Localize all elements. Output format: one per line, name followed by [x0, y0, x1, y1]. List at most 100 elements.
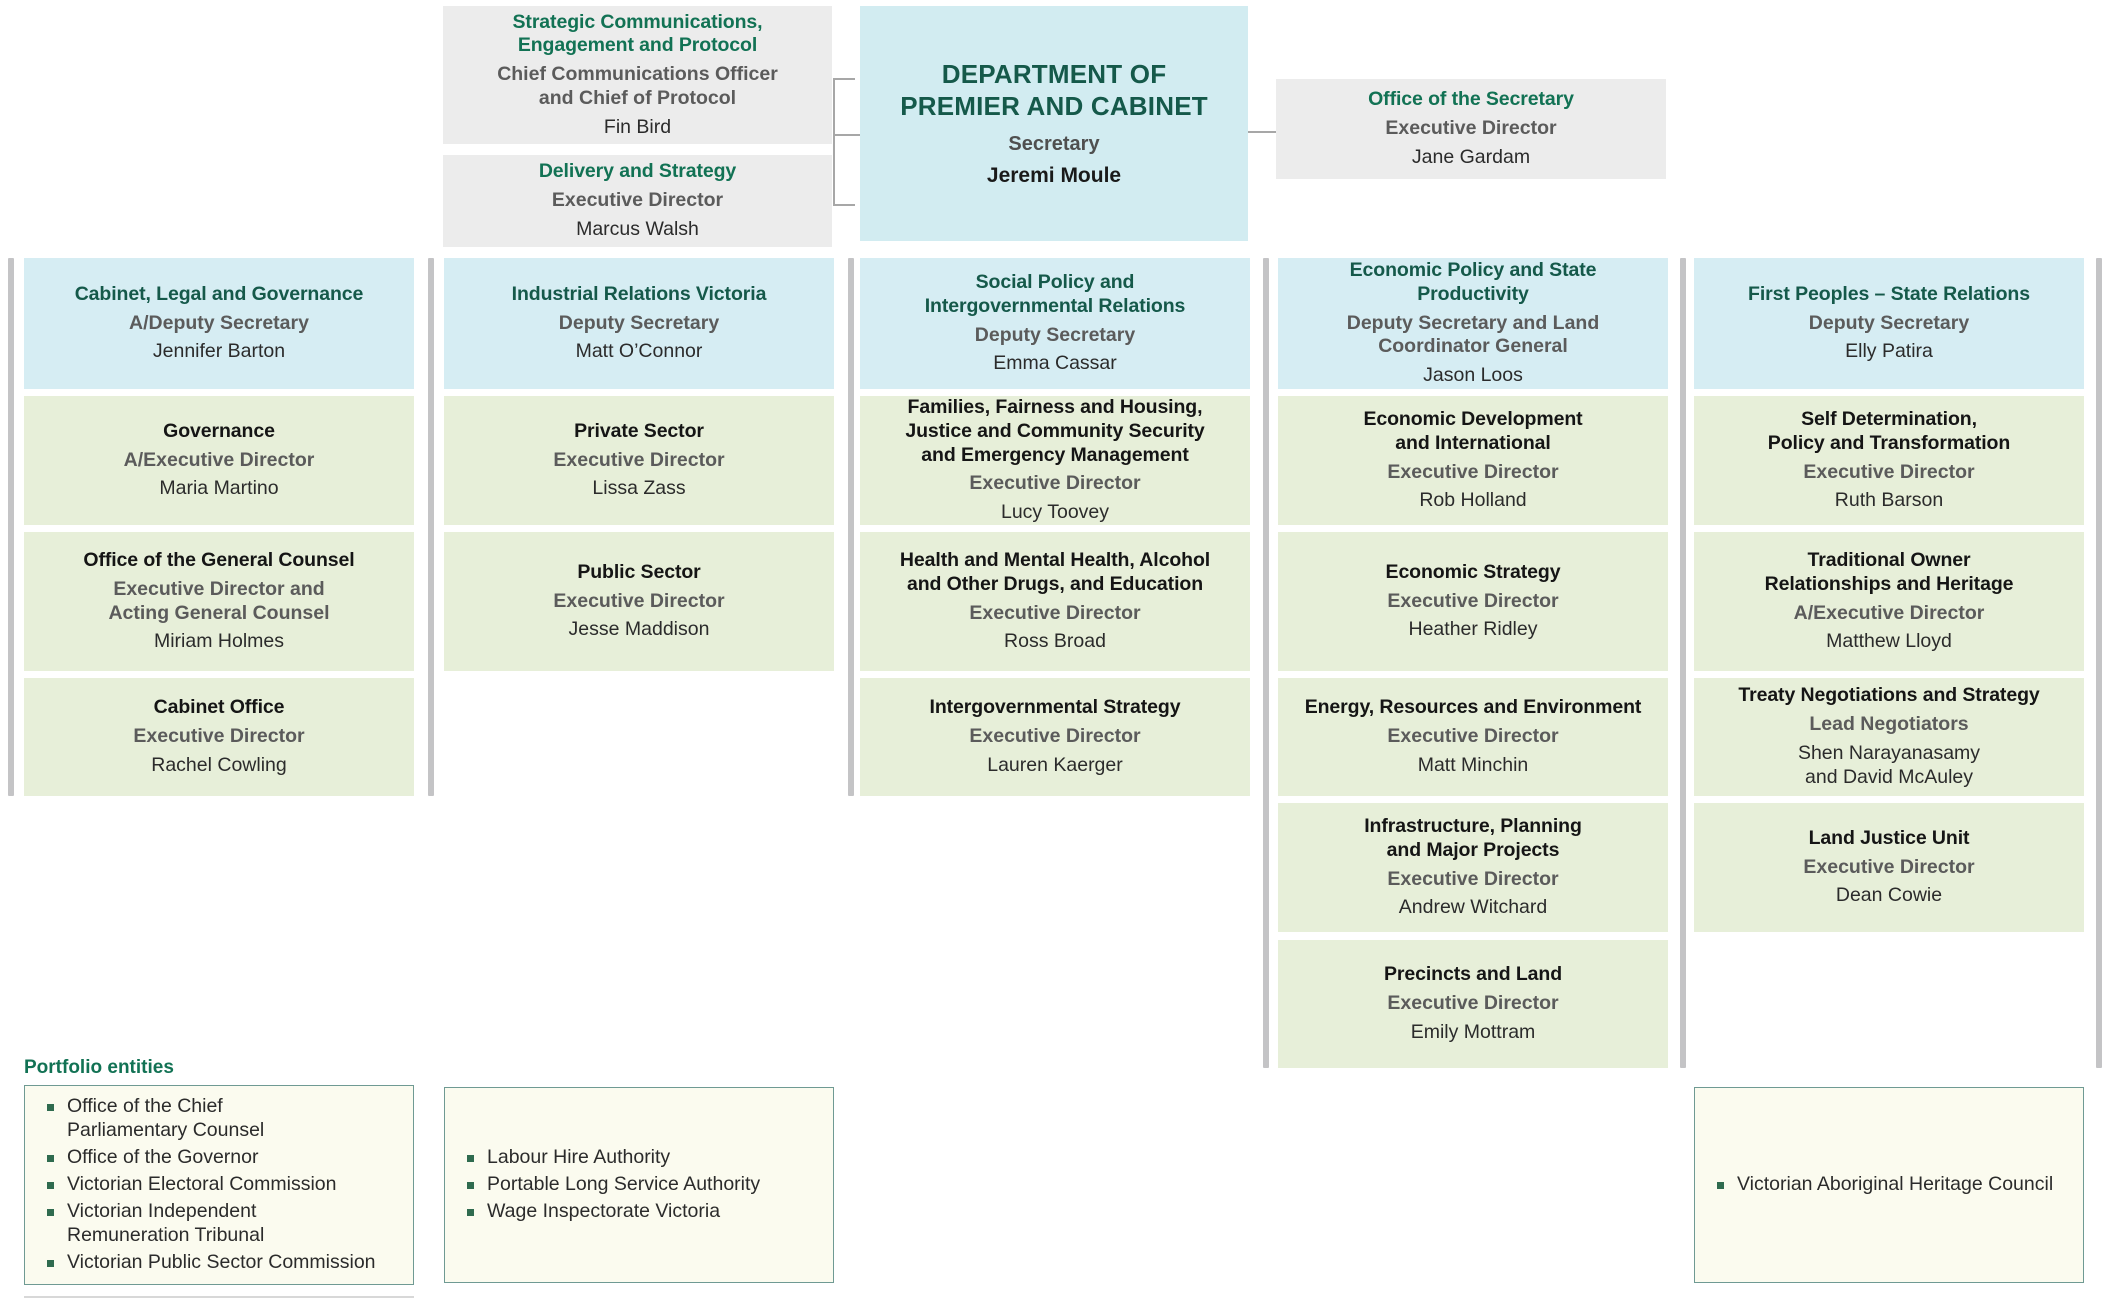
unit-delivery-and-strategy[interactable]: Delivery and Strategy Executive Director… — [443, 155, 832, 247]
department-premier-and-cabinet[interactable]: DEPARTMENT OF PREMIER AND CABINET Secret… — [860, 6, 1248, 241]
branch-title-line1: Public Sector — [577, 560, 701, 583]
connector-left-to-department — [833, 134, 861, 136]
portfolio-entities-group-3[interactable]: Victorian Aboriginal Heritage Council — [1694, 1087, 2084, 1283]
branch-economic-strategy[interactable]: Economic Strategy Executive Director Hea… — [1278, 532, 1668, 671]
branch-name: Miriam Holmes — [153, 630, 284, 653]
branch-land-justice-unit[interactable]: Land Justice Unit Executive Director Dea… — [1694, 803, 2084, 932]
branch-role-line1: Executive Director and — [113, 577, 325, 600]
list-item[interactable]: Labour Hire Authority — [461, 1146, 817, 1170]
unit-title-line1: Delivery and Strategy — [538, 160, 737, 183]
branch-name: Matthew Lloyd — [1826, 630, 1952, 653]
branch-name: Maria Martino — [159, 477, 279, 500]
list-item[interactable]: Wage Inspectorate Victoria — [461, 1200, 817, 1224]
branch-traditional-owner-relationships-and-heritage[interactable]: Traditional Owner Relationships and Heri… — [1694, 532, 2084, 671]
column-rail-3 — [848, 258, 854, 796]
branch-role: Executive Director — [553, 448, 725, 471]
branch-role: Executive Director — [1803, 460, 1975, 483]
branch-title-line2: Justice and Community Security — [905, 419, 1205, 442]
division-industrial-relations-victoria[interactable]: Industrial Relations Victoria Deputy Sec… — [444, 258, 834, 389]
branch-title-line2: Relationships and Heritage — [1764, 572, 2014, 595]
division-title-line1: Cabinet, Legal and Governance — [74, 282, 364, 305]
branch-role: Executive Director — [969, 472, 1141, 495]
division-economic-policy-and-state-productivity[interactable]: Economic Policy and State Productivity D… — [1278, 258, 1668, 389]
list-item[interactable]: Victorian Public Sector Commission — [41, 1251, 397, 1275]
list-item[interactable]: Portable Long Service Authority — [461, 1173, 817, 1197]
division-role-line2: Coordinator General — [1378, 335, 1568, 358]
branch-intergovernmental-strategy[interactable]: Intergovernmental Strategy Executive Dir… — [860, 678, 1250, 796]
branch-role: A/Executive Director — [123, 448, 315, 471]
branch-self-determination-policy-and-transformation[interactable]: Self Determination, Policy and Transform… — [1694, 396, 2084, 525]
branch-governance[interactable]: Governance A/Executive Director Maria Ma… — [24, 396, 414, 525]
unit-role-line1: Executive Director — [551, 189, 724, 212]
branch-title-line3: and Emergency Management — [921, 443, 1189, 466]
branch-role: Executive Director — [1387, 589, 1559, 612]
branch-name: Ruth Barson — [1834, 489, 1944, 512]
bottom-rule — [24, 1296, 414, 1298]
branch-role: Executive Director — [1387, 867, 1559, 890]
branch-public-sector[interactable]: Public Sector Executive Director Jesse M… — [444, 532, 834, 671]
branch-role: Executive Director — [1387, 992, 1559, 1015]
division-title-line1: First Peoples – State Relations — [1748, 282, 2030, 305]
unit-title-line1: Strategic Communications, — [512, 10, 763, 33]
branch-cabinet-office[interactable]: Cabinet Office Executive Director Rachel… — [24, 678, 414, 796]
division-name: Emma Cassar — [993, 352, 1117, 375]
connector-department-to-secretary-office — [1248, 131, 1276, 133]
branch-families-fairness-and-housing[interactable]: Families, Fairness and Housing, Justice … — [860, 396, 1250, 525]
branch-office-of-the-general-counsel[interactable]: Office of the General Counsel Executive … — [24, 532, 414, 671]
division-role-line1: Deputy Secretary and Land — [1346, 311, 1600, 334]
branch-title-line1: Cabinet Office — [153, 696, 285, 719]
portfolio-list-2: Labour Hire Authority Portable Long Serv… — [461, 1143, 817, 1227]
branch-title-line2: and Other Drugs, and Education — [906, 572, 1204, 595]
branch-name: Heather Ridley — [1408, 618, 1538, 641]
unit-name: Fin Bird — [603, 115, 672, 138]
division-name: Elly Patira — [1845, 340, 1933, 363]
division-title-line1: Economic Policy and State Productivity — [1349, 259, 1597, 305]
branch-private-sector[interactable]: Private Sector Executive Director Lissa … — [444, 396, 834, 525]
branch-name: Emily Mottram — [1410, 1020, 1536, 1043]
portfolio-entities-group-2[interactable]: Labour Hire Authority Portable Long Serv… — [444, 1087, 834, 1283]
list-item[interactable]: Victorian Electoral Commission — [41, 1173, 397, 1197]
division-first-peoples-state-relations[interactable]: First Peoples – State Relations Deputy S… — [1694, 258, 2084, 389]
branch-economic-development-and-international[interactable]: Economic Development and International E… — [1278, 396, 1668, 525]
branch-precincts-and-land[interactable]: Precincts and Land Executive Director Em… — [1278, 940, 1668, 1068]
branch-title-line1: Infrastructure, Planning — [1364, 814, 1582, 837]
branch-title-line1: Traditional Owner — [1807, 548, 1971, 571]
branch-role: Executive Director — [1387, 725, 1559, 748]
unit-name: Jane Gardam — [1411, 145, 1531, 168]
portfolio-entities-heading: Portfolio entities — [24, 1057, 174, 1078]
unit-role-line2: and Chief of Protocol — [538, 86, 737, 109]
branch-title-line1: Energy, Resources and Environment — [1304, 696, 1642, 719]
unit-title: Office of the Secretary — [1368, 88, 1574, 111]
branch-energy-resources-and-environment[interactable]: Energy, Resources and Environment Execut… — [1278, 678, 1668, 796]
division-social-policy-and-intergovernmental-relations[interactable]: Social Policy and Intergovernmental Rela… — [860, 258, 1250, 389]
branch-name: Lissa Zass — [592, 477, 686, 500]
branch-name: Lucy Toovey — [1000, 501, 1110, 524]
unit-office-of-the-secretary[interactable]: Office of the Secretary Executive Direct… — [1276, 79, 1666, 179]
division-title-line1: Social Policy and — [975, 270, 1135, 293]
unit-role-line1: Chief Communications Officer — [497, 63, 778, 86]
branch-treaty-negotiations-and-strategy[interactable]: Treaty Negotiations and Strategy Lead Ne… — [1694, 678, 2084, 796]
department-title-line1: DEPARTMENT OF — [941, 58, 1167, 89]
branch-health-and-mental-health[interactable]: Health and Mental Health, Alcohol and Ot… — [860, 532, 1250, 671]
branch-title-line1: Self Determination, — [1801, 407, 1977, 430]
branch-infrastructure-planning-and-major-projects[interactable]: Infrastructure, Planning and Major Proje… — [1278, 803, 1668, 932]
column-rail-5 — [1680, 258, 1686, 1068]
column-rail-6 — [2096, 258, 2102, 1068]
column-rail-1 — [8, 258, 14, 796]
division-cabinet-legal-and-governance[interactable]: Cabinet, Legal and Governance A/Deputy S… — [24, 258, 414, 389]
list-item[interactable]: Office of the Governor — [41, 1146, 397, 1170]
branch-title-line1: Treaty Negotiations and Strategy — [1738, 684, 2040, 707]
unit-strategic-communications[interactable]: Strategic Communications, Engagement and… — [443, 6, 832, 144]
list-item[interactable]: Victorian Aboriginal Heritage Council — [1711, 1173, 2067, 1197]
branch-name: Rachel Cowling — [151, 753, 287, 776]
column-rail-4 — [1263, 258, 1269, 1068]
department-title-line2: PREMIER AND CABINET — [900, 90, 1208, 121]
branch-name: Andrew Witchard — [1398, 896, 1548, 919]
branch-title-line1: Intergovernmental Strategy — [929, 696, 1181, 719]
branch-name-line2: and David McAuley — [1805, 765, 1973, 788]
